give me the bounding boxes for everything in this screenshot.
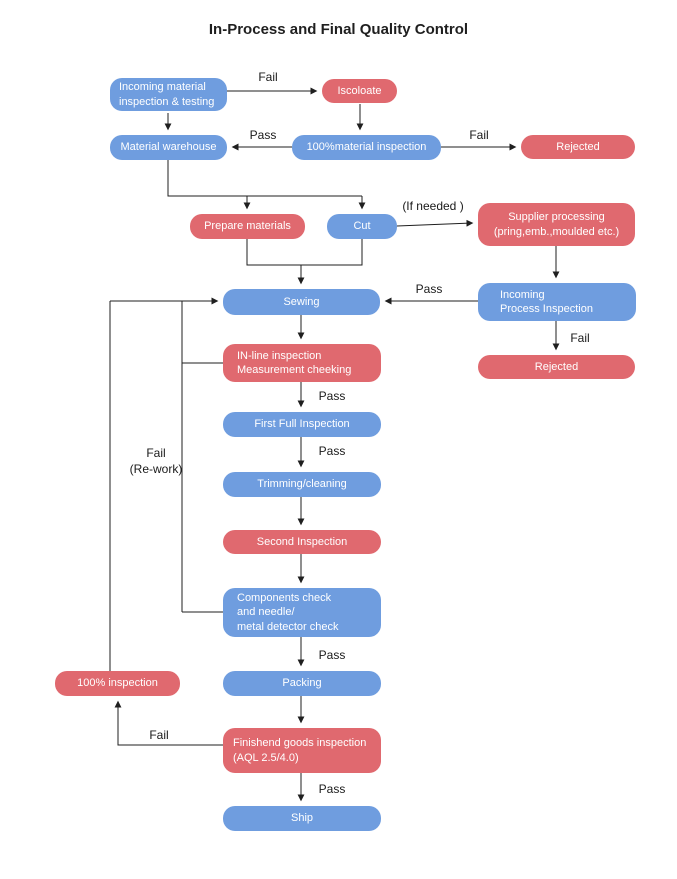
node-inline-inspection: IN-line inspection Measurement cheeking [223, 344, 381, 382]
node-prepare-materials: Prepare materials [190, 214, 305, 239]
edge-label-fail-finished: Fail [149, 728, 169, 742]
node-rejected-materials: Rejected [521, 135, 635, 159]
diagram-title: In-Process and Final Quality Control [208, 21, 469, 38]
node-100-inspection: 100% inspection [55, 671, 180, 696]
edge-label-pass-first-full: Pass [318, 444, 346, 458]
node-first-full-inspection: First Full Inspection [223, 412, 381, 437]
node-incoming-process-inspection: Incoming Process Inspection [478, 283, 636, 321]
node-rejected-process: Rejected [478, 355, 635, 379]
edge-label-fail-to-isolate: Fail [258, 70, 278, 84]
node-ship: Ship [223, 806, 381, 831]
node-material-warehouse: Material warehouse [110, 135, 227, 160]
edge-label-fail-rework: Fail (Re-work) [129, 446, 183, 476]
node-finished-goods-inspection: Finishend goods inspection (AQL 2.5/4.0) [223, 728, 381, 773]
edge-label-if-needed: (If needed ) [402, 199, 464, 213]
edge-label-fail-to-rejected: Fail [469, 128, 489, 142]
edge-label-pass-finished: Pass [318, 782, 346, 796]
edge-label-pass-components: Pass [318, 648, 346, 662]
edge-label-pass-to-warehouse: Pass [249, 128, 277, 142]
node-packing: Packing [223, 671, 381, 696]
node-trimming-cleaning: Trimming/cleaning [223, 472, 381, 497]
node-sewing: Sewing [223, 289, 380, 315]
node-isolate: Iscoloate [322, 79, 397, 103]
node-cut: Cut [327, 214, 397, 239]
node-supplier-processing: Supplier processing (pring,emb.,moulded … [478, 203, 635, 246]
edge-label-fail-to-rejected2: Fail [570, 331, 590, 345]
edge-label-pass-to-sewing: Pass [415, 282, 443, 296]
node-components-check: Components check and needle/ metal detec… [223, 588, 381, 637]
edge-label-pass-inline: Pass [318, 389, 346, 403]
node-100-material-inspection: 100%material inspection [292, 135, 441, 160]
node-incoming-material-inspection: Incoming material inspection & testing [110, 78, 227, 111]
node-second-inspection: Second Inspection [223, 530, 381, 554]
